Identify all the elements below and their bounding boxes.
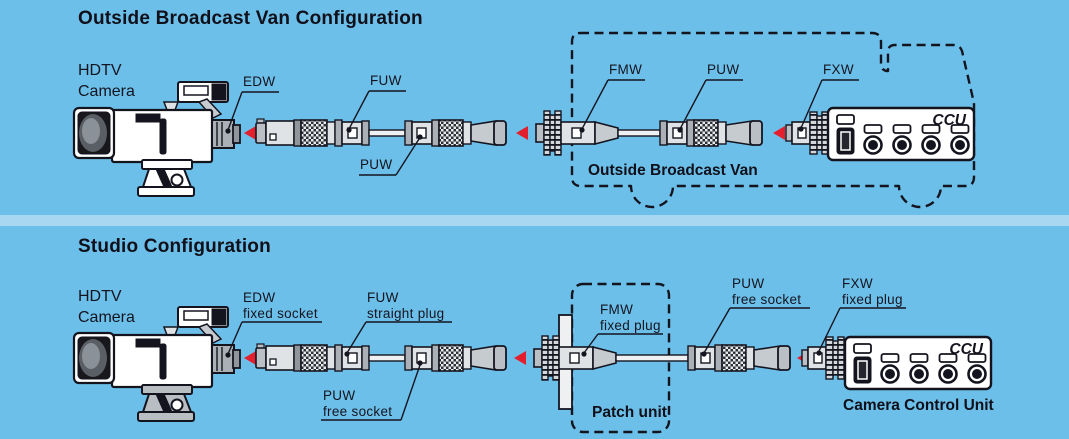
label-fmw-desc: fixed plug <box>600 317 661 333</box>
fmw-bulkhead-connector <box>533 335 617 381</box>
red-arrow-icon <box>244 351 256 365</box>
label-edw-desc: fixed socket <box>243 305 318 321</box>
label-edw: EDW <box>243 74 276 89</box>
label-fxw: FXW fixed plug <box>842 276 903 307</box>
section-outside-broadcast-van: CCU <box>0 0 1069 215</box>
section-studio: CCU <box>0 226 1069 439</box>
van-caption: Outside Broadcast Van <box>588 162 758 179</box>
ccu-drawing: CCU <box>843 335 993 391</box>
leader-puw-ccu <box>701 307 810 357</box>
obvan-drawing: CCU <box>72 31 976 209</box>
label-fmw-name: FMW <box>600 302 634 317</box>
patch-unit-outline <box>570 282 671 434</box>
fmw-bulkhead-connector <box>535 110 619 156</box>
hdtv-camera-label: HDTV Camera <box>78 60 135 102</box>
label-fuw-name: FUW <box>367 290 399 305</box>
leader-edw <box>225 321 322 358</box>
fxw-fixed-plug-connector <box>785 111 829 155</box>
leader-puw-van <box>677 79 743 133</box>
leader-puw-cable <box>359 134 423 176</box>
hdtv-line: HDTV <box>78 62 122 79</box>
ccu-badge: CCU <box>932 112 966 129</box>
leader-edw <box>225 91 279 134</box>
label-fxw-name: FXW <box>842 276 873 291</box>
puw-free-socket-connector <box>659 119 763 147</box>
red-arrow-icon <box>514 351 526 365</box>
red-arrow-icon <box>516 126 528 140</box>
label-fmw: FMW <box>609 62 643 77</box>
van-outline <box>570 31 976 209</box>
hdtv-camera-label: HDTV Camera <box>78 286 135 328</box>
label-puw-ccu-name: PUW <box>732 276 765 291</box>
red-arrow-icon <box>244 126 256 140</box>
label-puw-cable-name: PUW <box>323 388 356 403</box>
hdtv-line: HDTV <box>78 288 122 305</box>
label-edw: EDW fixed socket <box>243 290 318 321</box>
label-puw-cable: PUW <box>360 157 393 172</box>
leader-fxw <box>798 79 859 132</box>
leader-fxw <box>816 307 906 356</box>
red-arrow-icon <box>773 126 785 140</box>
leader-puw-cable <box>321 360 423 421</box>
studio-cable <box>615 354 689 362</box>
van-cable <box>617 129 661 137</box>
camera-cable-assembly <box>255 118 507 147</box>
camera-cable-assembly <box>255 343 507 372</box>
leader-fuw <box>344 321 452 357</box>
label-puw-cable-desc: free socket <box>323 403 393 419</box>
label-puw-cable: PUW free socket <box>323 388 392 419</box>
leader-fuw <box>346 90 406 133</box>
leader-fmw <box>581 333 663 357</box>
section-divider <box>0 215 1069 226</box>
puw-free-socket-connector <box>687 344 791 372</box>
label-fxw: FXW <box>823 62 854 77</box>
label-fuw: FUW straight plug <box>367 290 444 321</box>
patch-caption: Patch unit <box>592 404 667 421</box>
ccu-badge: CCU <box>949 341 983 358</box>
camera-line: Camera <box>78 309 135 326</box>
section-title: Outside Broadcast Van Configuration <box>78 8 423 29</box>
label-puw-ccu-desc: free socket <box>732 291 802 307</box>
label-fuw-desc: straight plug <box>367 305 445 321</box>
label-fuw: FUW <box>370 73 402 88</box>
studio-drawing: CCU <box>72 282 993 434</box>
label-puw-van: PUW <box>707 62 740 77</box>
ccu-caption: Camera Control Unit <box>843 397 994 414</box>
label-fxw-desc: fixed plug <box>842 291 903 307</box>
leader-fmw <box>579 79 645 133</box>
label-puw-ccu: PUW free socket <box>732 276 801 307</box>
ccu-drawing: CCU <box>826 106 976 162</box>
camera-line: Camera <box>78 83 135 100</box>
label-edw-name: EDW <box>243 290 276 305</box>
label-fmw: FMW fixed plug <box>600 302 661 333</box>
section-title: Studio Configuration <box>78 236 271 257</box>
